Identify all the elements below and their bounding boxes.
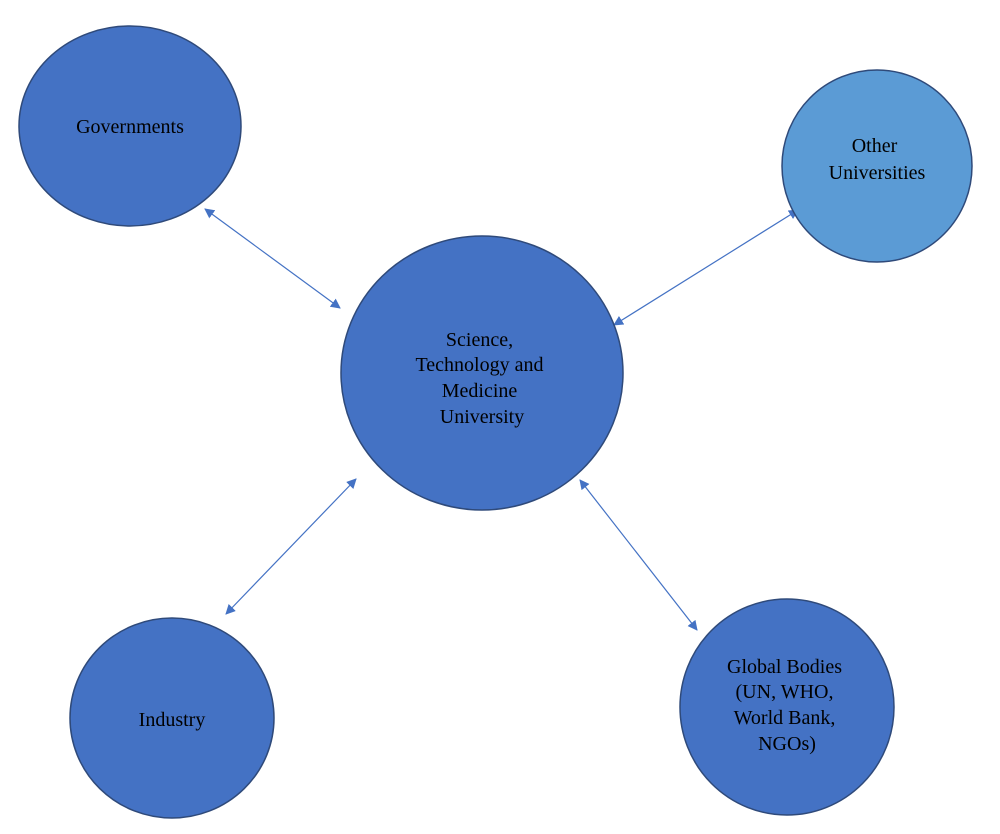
node-label-line: Governments — [76, 116, 184, 138]
node-label-line: Science, — [446, 329, 513, 351]
node-label-line: World Bank, — [734, 707, 836, 729]
node-center-university-label: Science, Technology and Medicine Univers… — [415, 329, 548, 428]
node-label-line: Industry — [139, 709, 206, 731]
node-label-line: University — [440, 406, 524, 428]
node-governments: Governments — [18, 25, 242, 227]
node-governments-shape — [18, 25, 242, 227]
node-industry-label: Industry — [139, 709, 206, 731]
node-label-line: NGOs) — [758, 733, 816, 755]
node-global-bodies-shape — [679, 598, 895, 816]
node-label-line: Other — [852, 135, 898, 157]
connector-global-bodies — [579, 479, 698, 631]
node-other-universities-label: Other Universities — [829, 135, 926, 184]
node-center-university-shape — [340, 235, 624, 511]
node-label-line: (UN, WHO, — [736, 681, 834, 703]
connector-other-universities — [613, 209, 799, 326]
connectors — [204, 208, 799, 631]
connector-industry — [225, 478, 357, 615]
node-other-universities: Other Universities — [781, 69, 973, 263]
node-label-line: Universities — [829, 162, 926, 184]
node-industry-shape — [69, 617, 275, 819]
node-label-line: Global Bodies — [727, 656, 842, 678]
node-center-university: Science, Technology and Medicine Univers… — [340, 235, 624, 511]
node-other-universities-shape — [781, 69, 973, 263]
node-industry: Industry — [69, 617, 275, 819]
node-governments-label: Governments — [76, 116, 184, 138]
node-label-line: Medicine — [442, 380, 518, 402]
node-global-bodies-label: Global Bodies (UN, WHO, World Bank, NGOs… — [727, 656, 847, 755]
node-global-bodies: Global Bodies (UN, WHO, World Bank, NGOs… — [679, 598, 895, 816]
node-label-line: Technology and — [415, 354, 543, 376]
connector-governments — [204, 208, 341, 309]
